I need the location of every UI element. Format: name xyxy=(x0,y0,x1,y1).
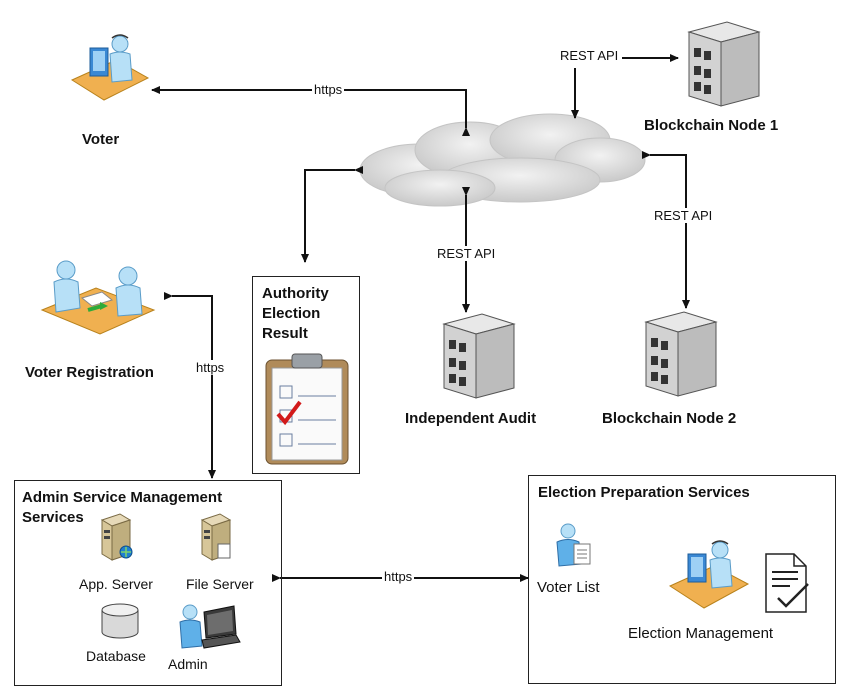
voter-label: Voter xyxy=(82,131,120,148)
admin-laptop-icon xyxy=(179,604,241,649)
admin-title-line-2: Services xyxy=(22,509,84,526)
blockchain-node-1-label: Blockchain Node 1 xyxy=(644,117,779,134)
document-checklist-icon xyxy=(765,553,809,613)
authority-title-line-3: Result xyxy=(262,325,308,342)
election-preparation-title: Election Preparation Services xyxy=(538,484,750,501)
election-management-label: Election Management xyxy=(628,625,774,642)
independent-audit-label: Independent Audit xyxy=(405,410,537,427)
database-label: Database xyxy=(86,648,146,664)
voter-list-label: Voter List xyxy=(537,579,600,596)
clipboard-checklist-icon xyxy=(265,353,349,465)
election-management-workstation-icon xyxy=(668,540,750,609)
blockchain-node-2-label: Blockchain Node 2 xyxy=(602,410,737,427)
https-label-registration: https xyxy=(196,360,225,375)
voter-workstation-icon xyxy=(70,34,150,101)
arrow-node2-cloud xyxy=(642,151,690,309)
admin-label: Admin xyxy=(168,656,208,672)
arrow-voter-cloud xyxy=(151,86,470,136)
election-preparation-box xyxy=(528,475,836,684)
voter-list-icon xyxy=(556,523,591,567)
rest-api-label-audit: REST API xyxy=(437,246,496,261)
authority-title-line-1: Authority xyxy=(262,285,329,302)
admin-services-box xyxy=(14,480,282,686)
database-icon xyxy=(101,603,139,639)
blockchain-node-2-server-icon xyxy=(644,311,718,397)
authority-title-line-2: Election xyxy=(262,305,321,322)
voter-registration-icon xyxy=(40,260,156,335)
arrow-registration-admin xyxy=(164,292,216,479)
file-server-label: File Server xyxy=(186,576,254,592)
file-server-icon xyxy=(200,513,232,561)
app-server-icon xyxy=(100,513,133,561)
voter-registration-label: Voter Registration xyxy=(25,364,154,381)
rest-api-label-node1: REST API xyxy=(560,48,619,63)
app-server-label: App. Server xyxy=(79,576,153,592)
independent-audit-server-icon xyxy=(442,313,516,399)
rest-api-label-node2: REST API xyxy=(654,208,713,223)
https-label-services: https xyxy=(382,569,415,584)
admin-title-line-1: Admin Service Management xyxy=(22,489,223,506)
https-label-voter: https xyxy=(312,82,345,97)
authority-election-result-box xyxy=(252,276,360,474)
authority-election-result-title: Authority Election Result xyxy=(262,284,329,344)
arrow-authority-cloud xyxy=(301,166,363,263)
internet-cloud xyxy=(359,113,646,207)
blockchain-node-1-server-icon xyxy=(687,21,761,107)
admin-services-title: Admin Service Management Services xyxy=(22,488,222,528)
